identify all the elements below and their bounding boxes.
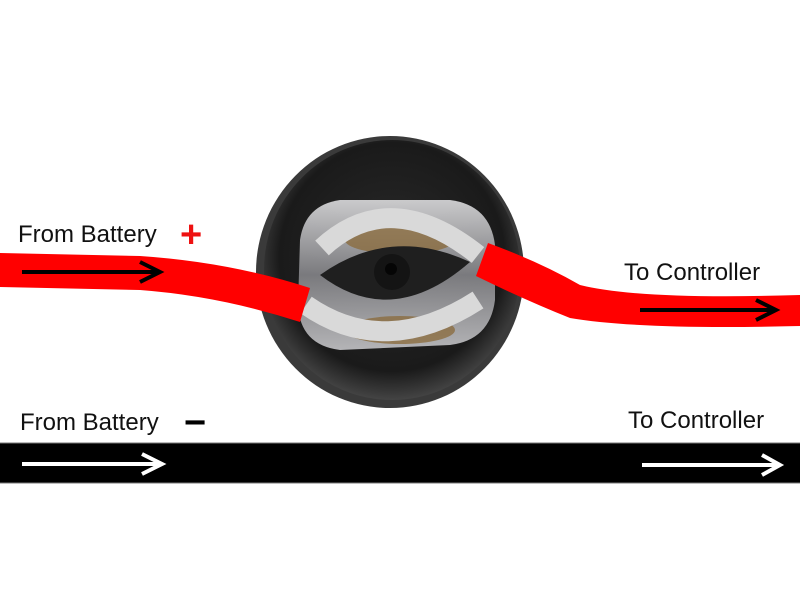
arrow-right-icon — [22, 260, 165, 284]
negative-input-label: From Battery — [20, 409, 159, 436]
contact-strip-bottom — [300, 291, 484, 342]
arrow-right-icon — [642, 453, 785, 477]
switch-center-pin — [385, 263, 397, 275]
contact-strip-top — [315, 208, 485, 263]
positive-wire-output — [476, 243, 800, 327]
plus-icon: + — [180, 214, 203, 256]
arrow-right-icon — [640, 298, 781, 322]
minus-icon: − — [184, 402, 207, 444]
arrow-right-icon — [22, 452, 167, 476]
negative-output-label: To Controller — [628, 407, 765, 434]
positive-output-label: To Controller — [624, 259, 761, 286]
switch — [256, 136, 524, 408]
positive-input-label: From Battery — [18, 221, 157, 248]
